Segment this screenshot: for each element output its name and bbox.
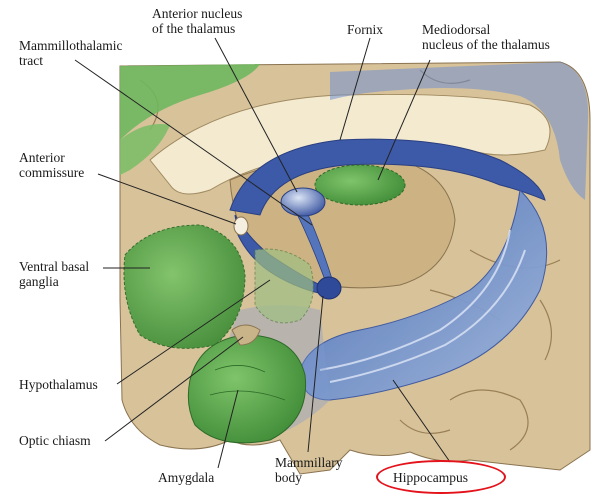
label-anterior-commissure: Anterior commissure [19,150,84,180]
ventral-basal-ganglia [124,225,245,348]
amygdala [188,335,305,443]
label-mediodorsal-nucleus: Mediodorsal nucleus of the thalamus [422,22,550,52]
label-amygdala: Amygdala [158,470,214,485]
anterior-commissure [234,217,248,235]
hippocampus-highlight-circle [376,460,506,494]
label-mammillothalamic-tract: Mammillothalamic tract [19,38,122,68]
label-ventral-basal-ganglia: Ventral basal ganglia [19,259,89,289]
mammillary-body [317,277,341,299]
label-optic-chiasm: Optic chiasm [19,433,91,448]
label-hypothalamus: Hypothalamus [19,377,98,392]
label-fornix: Fornix [347,22,383,37]
anterior-nucleus [281,188,325,216]
label-anterior-nucleus: Anterior nucleus of the thalamus [152,6,242,36]
mediodorsal-nucleus [315,165,405,205]
label-mammillary-body: Mammillary body [275,455,343,485]
